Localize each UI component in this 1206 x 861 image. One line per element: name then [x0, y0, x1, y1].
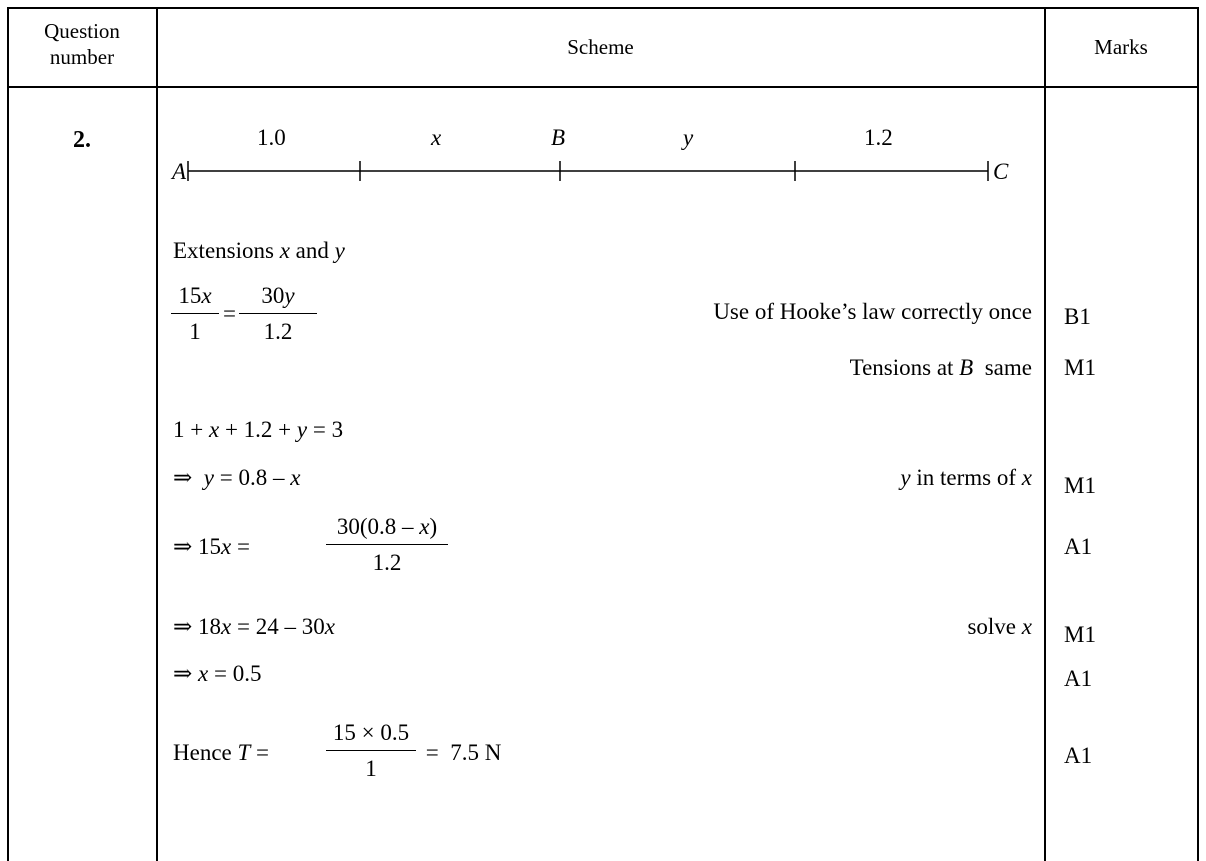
eq1-right-fraction: 30y 1.2: [239, 284, 317, 346]
eq3: ⇒ y = 0.8 – x: [173, 465, 301, 490]
note-tensions-b: B: [959, 355, 974, 380]
diagram-seg3-label: y: [683, 125, 694, 150]
table-left-border: [7, 7, 9, 861]
diagram-point-c: C: [993, 159, 1009, 184]
table-col-divider-2: [1044, 7, 1046, 861]
eq7-fraction: 15 × 0.5 1: [326, 721, 416, 783]
header-scheme: Scheme: [567, 35, 634, 59]
mark-m1-b: M1: [1064, 473, 1096, 498]
eq4-prefix: ⇒ 15x =: [173, 534, 256, 559]
eq1-right-numerator: 30y: [261, 283, 295, 308]
mark-a1-b: A1: [1064, 666, 1093, 691]
eq4-fraction-bar: [326, 544, 448, 546]
mark-b1: B1: [1064, 304, 1091, 329]
diagram-point-b: B: [551, 125, 566, 150]
note-in-terms-of: in terms of: [910, 465, 1022, 490]
extensions-text: Extensions: [173, 238, 280, 263]
eq7-numerator: 15 × 0.5: [332, 720, 410, 745]
eq1-left-numerator: 15x: [178, 283, 212, 308]
extensions-x: x: [279, 238, 290, 263]
mark-m1-a: M1: [1064, 355, 1096, 380]
eq1-equals: =: [223, 301, 236, 326]
eq7-fraction-bar: [326, 750, 416, 752]
eq4-numerator: 30(0.8 – x): [336, 514, 438, 539]
eq1-left-denominator: 1: [189, 319, 201, 344]
note-solve: solve: [967, 614, 1022, 639]
header-marks: Marks: [1094, 35, 1148, 59]
eq7-result: = 7.5 N: [420, 740, 502, 765]
eq1-right-fraction-bar: [239, 313, 317, 315]
mark-m1-c: M1: [1064, 622, 1096, 647]
table-top-border: [7, 7, 1199, 9]
note-y-in-terms-of-x: y in terms of x: [900, 466, 1032, 489]
note-solve-x-var: x: [1021, 614, 1032, 639]
eq7-denominator: 1: [365, 756, 377, 781]
table-col-divider-1: [156, 7, 158, 861]
eq1-left-fraction: 15x 1: [171, 284, 219, 346]
extensions-y: y: [334, 238, 345, 263]
eq4-fraction: 30(0.8 – x) 1.2: [326, 515, 448, 577]
header-question-line1: Question: [44, 19, 120, 43]
note-y: y: [900, 465, 911, 490]
mark-a1-c: A1: [1064, 743, 1093, 768]
diagram-point-a: A: [172, 159, 187, 184]
note-tensions-pre: Tensions at: [849, 355, 960, 380]
extensions-and: and: [289, 238, 335, 263]
extensions-line: Extensions x and y: [173, 239, 345, 262]
question-number: 2.: [73, 127, 91, 153]
note-hookes-law: Use of Hooke’s law correctly once: [713, 299, 1032, 324]
table-header-divider: [7, 86, 1199, 88]
diagram-seg2-label: x: [431, 125, 442, 150]
note-x: x: [1021, 465, 1032, 490]
diagram-seg1-label: 1.0: [257, 125, 286, 150]
table-right-border: [1197, 7, 1199, 861]
eq7-prefix: Hence T =: [173, 740, 275, 765]
eq1-right-denominator: 1.2: [263, 319, 293, 344]
eq6: ⇒ x = 0.5: [173, 661, 262, 686]
note-tensions-post: same: [973, 355, 1032, 380]
eq5: ⇒ 18x = 24 – 30x: [173, 614, 335, 639]
eq1-left-fraction-bar: [171, 313, 219, 315]
mark-a1-a: A1: [1064, 534, 1093, 559]
eq2: 1 + x + 1.2 + y = 3: [173, 417, 344, 442]
header-question-line2: number: [49, 45, 115, 69]
note-solve-x: solve x: [967, 615, 1032, 638]
diagram-seg4-label: 1.2: [864, 125, 893, 150]
eq4-denominator: 1.2: [372, 550, 402, 575]
note-tensions: Tensions at B same: [850, 356, 1032, 379]
